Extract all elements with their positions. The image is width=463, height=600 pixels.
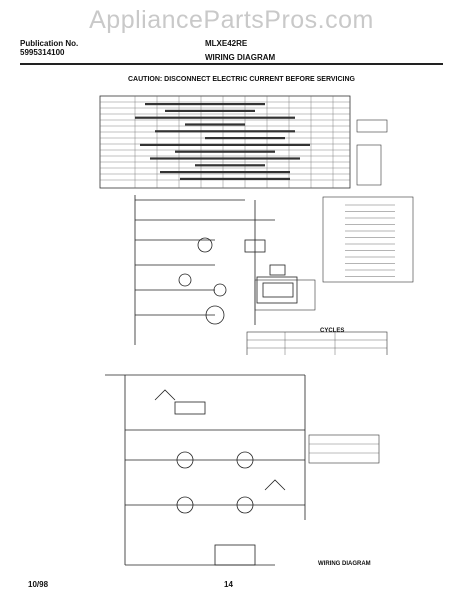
caution-text: CAUTION: DISCONNECT ELECTRIC CURRENT BEF… bbox=[128, 76, 355, 83]
cycles-label: CYCLES bbox=[320, 328, 345, 334]
page-title: WIRING DIAGRAM bbox=[205, 53, 276, 62]
publication-label: Publication No. bbox=[20, 39, 79, 48]
model-number: MLXE42RE bbox=[205, 39, 248, 48]
footer-date: 10/98 bbox=[28, 580, 49, 589]
schematic-lower bbox=[105, 374, 380, 566]
publication-number: 5995314100 bbox=[20, 48, 65, 57]
timer-chart bbox=[99, 95, 388, 189]
header-rule bbox=[20, 63, 443, 65]
page-number: 14 bbox=[224, 580, 233, 589]
schematic-upper bbox=[134, 195, 414, 355]
watermark-text: AppliancePartsPros.com bbox=[89, 6, 374, 34]
wiring-diagram-label: WIRING DIAGRAM bbox=[318, 561, 371, 567]
